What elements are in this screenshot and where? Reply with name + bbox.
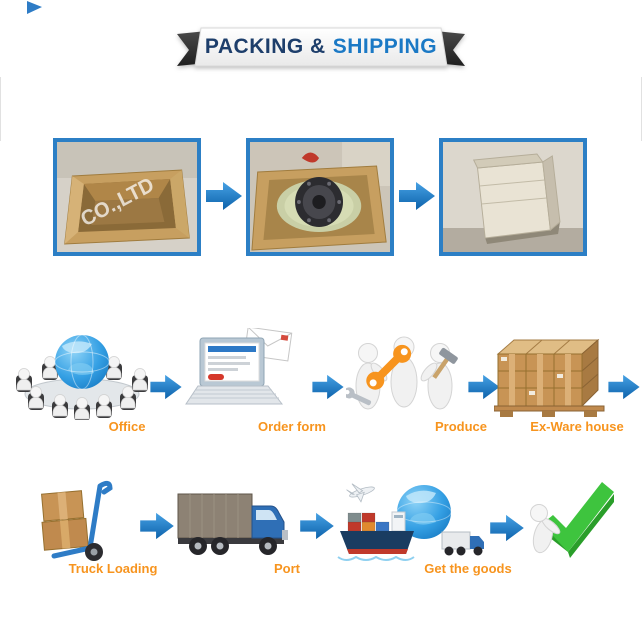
step-label-truck-loading: Truck Loading: [68, 561, 158, 576]
arrow-right-icon: [300, 512, 334, 540]
step-label-order-form: Order form: [258, 419, 326, 434]
photo-packed-motor: [246, 138, 394, 256]
banner: PACKING & SHIPPING: [175, 26, 467, 70]
photo-sealed-crate: [439, 138, 587, 256]
sealed-crate-image: [443, 142, 583, 252]
arrow-right-icon: [206, 182, 242, 210]
banner-title-packing: PACKING &: [204, 35, 326, 58]
packed-motor-image: [250, 142, 390, 252]
step-label-office: Office: [108, 419, 146, 434]
empty-box-image: CO.,LTD: [57, 142, 197, 252]
laptop-order-form-icon: [185, 328, 293, 405]
arrow-right-icon: [608, 374, 640, 400]
arrow-right-icon: [150, 374, 182, 400]
step-label-ex-warehouse: Ex-Ware house: [530, 419, 624, 434]
arrow-right-icon: [140, 512, 174, 540]
photo-empty-box: CO.,LTD: [53, 138, 201, 256]
arrow-right-icon: [399, 182, 435, 210]
warehouse-pallet-boxes-icon: [494, 338, 605, 417]
hand-truck-boxes-icon: [41, 480, 113, 561]
arrow-right-icon: [490, 514, 524, 542]
step-label-get-the-goods: Get the goods: [424, 561, 512, 576]
arrow-right-icon: [468, 374, 500, 400]
workers-with-tools-icon: [346, 336, 458, 410]
left-edge-line: [0, 77, 1, 141]
banner-title: PACKING & SHIPPING: [175, 26, 467, 68]
green-check-figure-icon: [530, 482, 614, 558]
ship-globe-plane-truck-icon: [337, 483, 484, 561]
step-label-produce: Produce: [434, 419, 487, 434]
banner-title-shipping: SHIPPING: [332, 35, 438, 58]
office-globe-meeting-icon: [16, 334, 148, 420]
corner-arrow-icon: [27, 1, 42, 14]
arrow-right-icon: [312, 374, 344, 400]
banner-ribbon: [177, 27, 465, 67]
cargo-truck-icon: [177, 493, 288, 555]
step-label-port: Port: [274, 561, 300, 576]
